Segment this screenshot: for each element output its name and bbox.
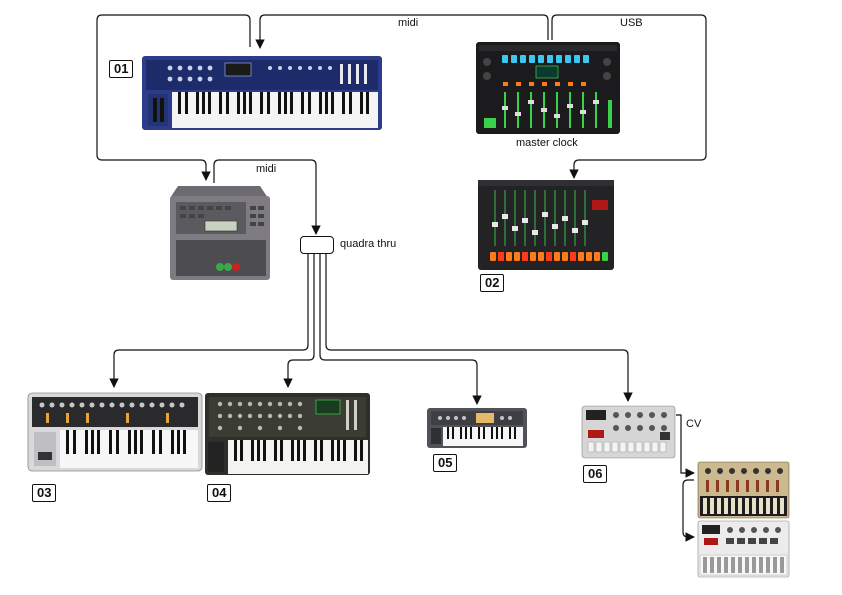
badge-04: 04 [207, 484, 232, 502]
wire-thru-to-05 [319, 253, 482, 405]
synth-01-keyboard-image [142, 56, 382, 130]
midi-recorder-image [170, 186, 270, 280]
wire-thru-to-04 [283, 253, 315, 388]
synth-03-image [27, 392, 203, 472]
quadra-thru-box [300, 236, 334, 254]
quadra-thru-label: quadra thru [340, 238, 397, 250]
badge-06: 06 [583, 465, 608, 483]
wire-mc707-midi-to-01 [255, 14, 549, 49]
badge-02: 02 [480, 274, 505, 292]
badge-03: 03 [32, 484, 57, 502]
wire-thru-to-03 [109, 253, 309, 388]
synth-04-image [205, 393, 370, 475]
wire-06-to-volca2 [682, 479, 695, 542]
master-clock-label: master clock [516, 137, 578, 149]
wire-thru-to-06 [325, 253, 633, 402]
badge-01: 01 [109, 60, 134, 78]
volca-06-image [581, 405, 676, 459]
badge-05: 05 [433, 454, 458, 472]
usb-label: USB [620, 17, 643, 29]
volca-module-1-image [697, 461, 790, 519]
groovebox-mc707-image [476, 42, 620, 134]
wire-recorder-to-thru [213, 159, 321, 235]
wire-01-to-recorder [96, 14, 251, 181]
wire-mc707-usb-to-02 [551, 14, 707, 179]
synth-05-image [427, 408, 527, 448]
wire-06-cv-to-volca1 [676, 414, 695, 478]
midi-label-mid: midi [256, 163, 277, 175]
volca-module-2-image [697, 520, 790, 578]
cv-label: CV [686, 418, 702, 430]
drum-machine-tr8s-image [478, 180, 614, 270]
midi-label-top: midi [398, 17, 419, 29]
